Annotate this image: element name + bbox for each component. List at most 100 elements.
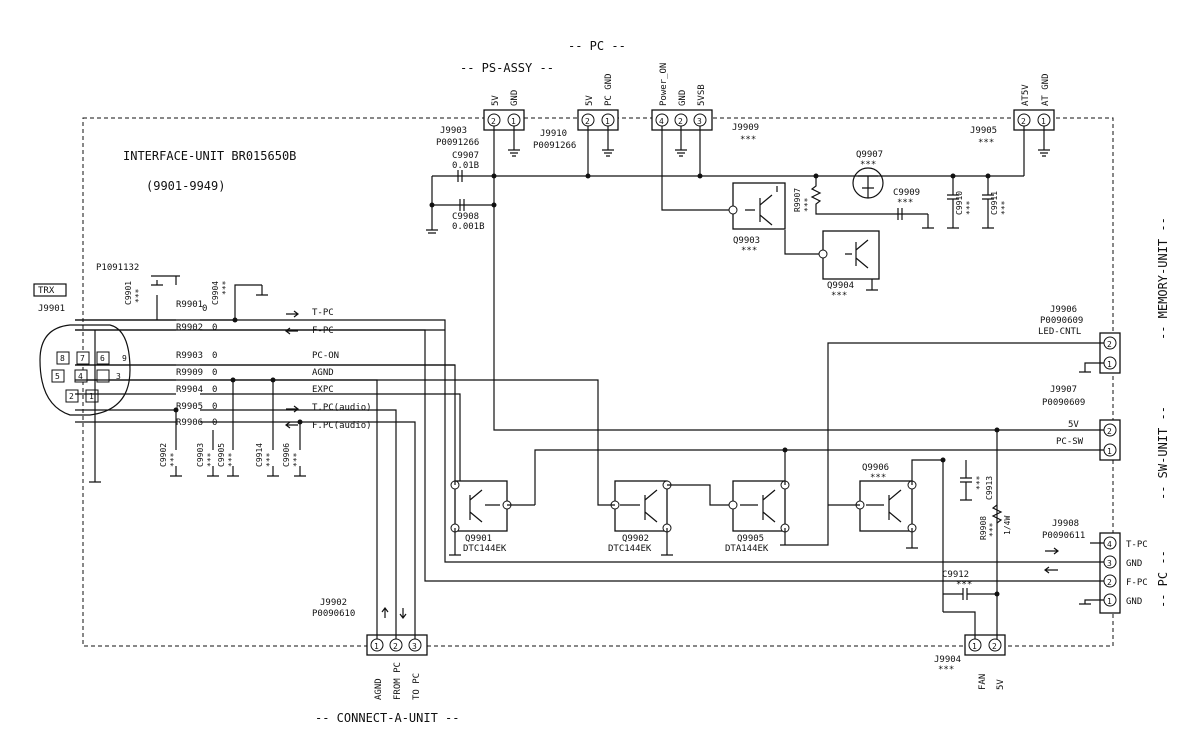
connector-j9901: TRX J9901 P1091132 8 7 6 5 4 3 2 1 9 — [33, 263, 139, 416]
svg-text:2: 2 — [69, 392, 74, 401]
unit-title: INTERFACE-UNIT BR015650B — [123, 149, 296, 163]
svg-text:DTC144EK: DTC144EK — [463, 544, 507, 554]
resistor-r9907: R9907 *** — [793, 176, 928, 215]
svg-text:R9901: R9901 — [176, 300, 203, 310]
svg-text:1: 1 — [972, 642, 977, 651]
svg-text:R9904: R9904 — [176, 385, 203, 395]
svg-text:3: 3 — [1107, 559, 1112, 568]
svg-text:Q9902: Q9902 — [622, 534, 649, 544]
svg-text:2: 2 — [678, 117, 683, 126]
svg-text:1: 1 — [1107, 360, 1112, 369]
svg-text:***: *** — [227, 452, 236, 467]
svg-text:2: 2 — [1107, 578, 1112, 587]
svg-text:J9905: J9905 — [970, 126, 997, 136]
svg-text:C9909: C9909 — [893, 188, 920, 198]
svg-text:J9909: J9909 — [732, 123, 759, 133]
svg-text:Q9904: Q9904 — [827, 281, 854, 291]
svg-text:FROM PC: FROM PC — [393, 662, 403, 700]
svg-text:1: 1 — [374, 642, 379, 651]
svg-text:GND: GND — [678, 90, 688, 106]
capacitor-c9912: C9912 *** — [942, 570, 997, 600]
svg-text:5VSB: 5VSB — [697, 84, 707, 106]
svg-text:***: *** — [938, 665, 954, 675]
svg-text:DTC144EK: DTC144EK — [608, 544, 652, 554]
svg-text:2: 2 — [585, 117, 590, 126]
svg-text:1: 1 — [1107, 597, 1112, 606]
resistor-bank: R9901 0 R9902 0 R9903 0 R9909 0 R9904 0 … — [176, 300, 217, 428]
svg-text:***: *** — [975, 475, 984, 490]
svg-text:1: 1 — [89, 392, 94, 401]
svg-text:Q9901: Q9901 — [465, 534, 492, 544]
svg-text:5V: 5V — [996, 679, 1006, 690]
svg-text:LED-CNTL: LED-CNTL — [1038, 327, 1081, 337]
svg-text:T-PC: T-PC — [312, 308, 334, 318]
svg-text:J9908: J9908 — [1052, 519, 1079, 529]
svg-text:2: 2 — [393, 642, 398, 651]
svg-text:1/4W: 1/4W — [1003, 516, 1012, 535]
svg-text:TO PC: TO PC — [412, 673, 422, 700]
svg-text:R9906: R9906 — [176, 418, 203, 428]
svg-text:C9907: C9907 — [452, 151, 479, 161]
svg-text:***: *** — [169, 452, 178, 467]
svg-text:P0091266: P0091266 — [436, 138, 479, 148]
transistor-q9902: Q9902 DTC144EK — [608, 480, 672, 554]
svg-text:0: 0 — [202, 304, 207, 314]
svg-text:4: 4 — [78, 372, 83, 381]
svg-text:AT GND: AT GND — [1041, 73, 1051, 106]
svg-text:1: 1 — [1041, 117, 1046, 126]
svg-text:0.01B: 0.01B — [452, 161, 479, 171]
svg-text:R9903: R9903 — [176, 351, 203, 361]
capacitor-c9913: *** C9913 — [975, 475, 994, 500]
svg-text:J9906: J9906 — [1050, 305, 1077, 315]
svg-text:4: 4 — [1107, 540, 1112, 549]
svg-text:F-PC: F-PC — [312, 326, 334, 336]
svg-text:Q9907: Q9907 — [856, 150, 883, 160]
left-nets — [75, 275, 461, 639]
pc-top-label: -- PC -- — [568, 39, 626, 53]
svg-text:C9910: C9910 — [955, 191, 964, 215]
svg-text:R9907: R9907 — [793, 188, 802, 212]
svg-text:5V: 5V — [491, 95, 501, 106]
svg-text:***: *** — [988, 522, 997, 537]
svg-text:R9909: R9909 — [176, 368, 203, 378]
svg-text:C9914: C9914 — [255, 443, 264, 467]
svg-text:J9901: J9901 — [38, 304, 65, 314]
svg-text:2: 2 — [1021, 117, 1026, 126]
net-labels: T-PC F-PC PC-ON AGND EXPC T.PC(audio) F.… — [285, 308, 372, 431]
ps-assy-label: -- PS-ASSY -- — [460, 61, 554, 75]
svg-text:***: *** — [870, 473, 886, 483]
capacitor-c9910: C9910 *** — [947, 176, 974, 229]
svg-text:0: 0 — [212, 368, 217, 378]
svg-text:0: 0 — [212, 323, 217, 333]
capacitor-c9909: C9909 *** — [893, 188, 934, 229]
svg-text:TRX: TRX — [38, 286, 55, 296]
svg-text:8: 8 — [60, 354, 65, 363]
svg-text:2: 2 — [1107, 427, 1112, 436]
svg-text:***: *** — [740, 135, 756, 145]
svg-text:R9905: R9905 — [176, 402, 203, 412]
transistor-q9905: Q9905 DTA144EK — [725, 480, 790, 554]
connector-j9908: 43 21 J9908 P0090611 T-PC GND F-PC GND — [75, 319, 1148, 614]
svg-text:***: *** — [803, 197, 812, 212]
svg-text:AT5V: AT5V — [1021, 84, 1031, 106]
svg-text:AGND: AGND — [374, 678, 384, 700]
svg-text:T.PC(audio): T.PC(audio) — [312, 403, 372, 413]
svg-text:Q9906: Q9906 — [862, 463, 889, 473]
svg-text:FAN: FAN — [978, 674, 988, 690]
svg-text:***: *** — [292, 452, 301, 467]
svg-text:PC-ON: PC-ON — [312, 351, 339, 361]
transistor-q9901: Q9901 DTC144EK — [450, 480, 512, 554]
svg-text:1: 1 — [1107, 447, 1112, 456]
svg-text:0: 0 — [212, 418, 217, 428]
svg-text:2: 2 — [1107, 340, 1112, 349]
svg-text:5V: 5V — [1068, 420, 1079, 430]
svg-text:EXPC: EXPC — [312, 385, 334, 395]
svg-text:PC GND: PC GND — [604, 73, 614, 106]
svg-text:F-PC: F-PC — [1126, 578, 1148, 588]
unit-range: (9901-9949) — [146, 179, 225, 193]
svg-text:P0090611: P0090611 — [1042, 531, 1085, 541]
svg-text:0: 0 — [212, 402, 217, 412]
